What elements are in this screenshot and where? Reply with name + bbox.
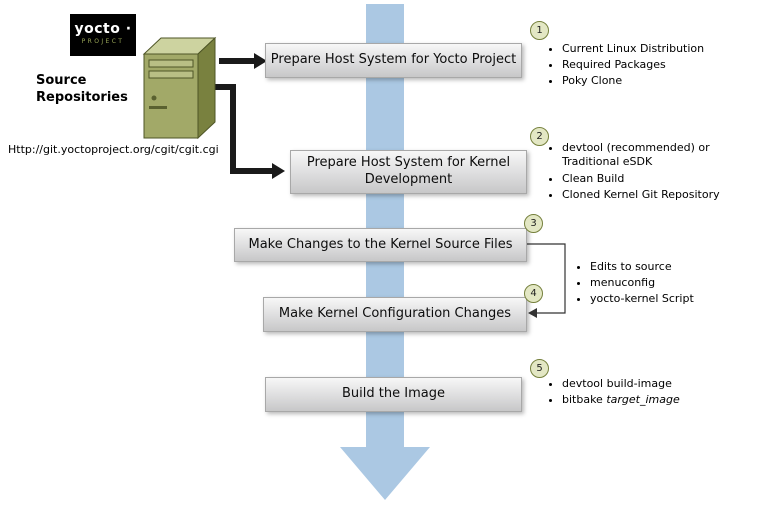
step5-bullet-list: devtool build-image bitbake target_image bbox=[549, 375, 767, 409]
connector-arrow-box2 bbox=[215, 84, 285, 179]
bullet-text-prefix: bitbake bbox=[562, 392, 607, 406]
bullet-item: Edits to source bbox=[590, 260, 755, 275]
source-repositories-label: Source Repositories bbox=[36, 73, 128, 105]
bullet-item: yocto-kernel Script bbox=[590, 292, 755, 307]
bullet-item: devtool build-image bbox=[562, 377, 767, 392]
step-box-prepare-host-kernel: Prepare Host System for Kernel Developme… bbox=[290, 150, 527, 194]
step-label: Make Kernel Configuration Changes bbox=[278, 306, 512, 322]
step2-bullet-list: devtool (recommended) or Traditional eSD… bbox=[549, 139, 734, 204]
step-label: Prepare Host System for Yocto Project bbox=[270, 52, 517, 68]
step-box-make-config-changes: Make Kernel Configuration Changes bbox=[263, 297, 527, 332]
step-label: Build the Image bbox=[342, 386, 445, 402]
steps-3-4-shared-bullet-list: Edits to source menuconfig yocto-kernel … bbox=[577, 258, 755, 309]
step-label: Make Changes to the Kernel Source Files bbox=[248, 236, 513, 252]
step-number-1: 1 bbox=[530, 21, 549, 40]
yocto-logo: yocto · PROJECT bbox=[70, 14, 136, 56]
yocto-logo-subtext: PROJECT bbox=[81, 38, 125, 45]
source-repositories-url: Http://git.yoctoproject.org/cgit/cgit.cg… bbox=[8, 143, 219, 156]
bullet-item: Cloned Kernel Git Repository bbox=[562, 188, 734, 203]
step-number-3: 3 bbox=[524, 214, 543, 233]
server-icon bbox=[142, 36, 217, 140]
bullet-item: bitbake target_image bbox=[562, 393, 767, 408]
step-box-prepare-host-yocto: Prepare Host System for Yocto Project bbox=[265, 43, 522, 78]
step-label: Prepare Host System for Kernel Developme… bbox=[306, 155, 511, 187]
step-number-2: 2 bbox=[530, 127, 549, 146]
bracket-connector bbox=[525, 243, 566, 318]
step-number-4: 4 bbox=[524, 284, 543, 303]
step-box-build-image: Build the Image bbox=[265, 377, 522, 412]
bullet-item: Clean Build bbox=[562, 172, 734, 187]
step-box-make-source-changes: Make Changes to the Kernel Source Files bbox=[234, 228, 527, 262]
step-number-5: 5 bbox=[530, 359, 549, 378]
bullet-item: Required Packages bbox=[562, 58, 767, 73]
connector-arrow-box1 bbox=[219, 53, 267, 69]
bullet-text-italic: target_image bbox=[606, 392, 680, 406]
bullet-item: menuconfig bbox=[590, 276, 755, 291]
yocto-logo-text: yocto · bbox=[74, 21, 132, 37]
bullet-item: Current Linux Distribution bbox=[562, 42, 767, 57]
bullet-item: devtool (recommended) or Traditional eSD… bbox=[562, 141, 734, 171]
step1-bullet-list: Current Linux Distribution Required Pack… bbox=[549, 40, 767, 91]
bullet-item: Poky Clone bbox=[562, 74, 767, 89]
